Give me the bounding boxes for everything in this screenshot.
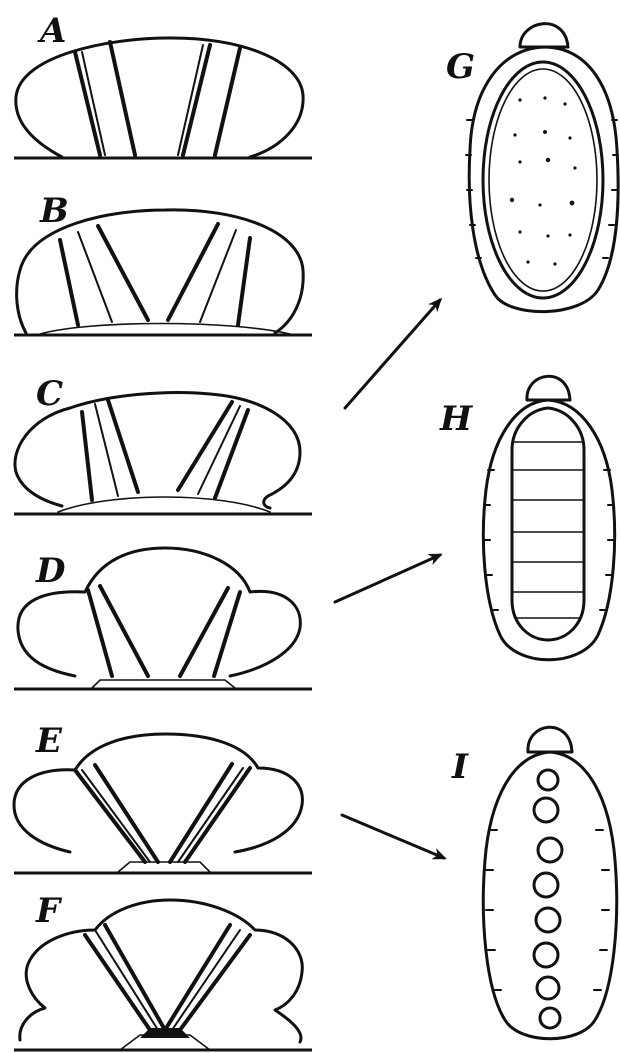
stress-fibers-d <box>88 586 240 676</box>
cell-outline-a <box>16 38 303 157</box>
head-i <box>528 727 572 752</box>
head-h <box>527 376 570 400</box>
arrow-d-to-h <box>335 555 440 602</box>
stress-fibers-a <box>75 42 240 155</box>
contact-zone-d <box>92 680 235 688</box>
stress-fibers-f <box>85 925 250 1030</box>
stress-fibers-e <box>75 764 250 862</box>
arrow-c-to-g <box>345 300 440 408</box>
inner-ring-outer-g <box>483 62 603 298</box>
panel-f: F <box>14 891 312 1050</box>
cell-outline-b <box>17 210 304 333</box>
outer-outline-g <box>469 47 618 312</box>
segment-lines-h <box>512 442 584 618</box>
stress-fibers-b <box>60 224 250 325</box>
panel-g: G <box>446 24 618 312</box>
interior-dots-g <box>510 96 577 265</box>
panel-label-d: D <box>35 551 66 591</box>
inner-ring-inner-g <box>489 69 597 291</box>
stress-fibers-c <box>82 400 248 500</box>
transition-arrows <box>335 300 444 858</box>
panel-label-g: G <box>446 47 475 87</box>
panel-label-c: C <box>36 374 63 414</box>
bead-chain-i <box>534 770 562 1028</box>
panel-c: C <box>14 374 312 514</box>
panel-label-h: H <box>439 399 474 439</box>
panel-label-b: B <box>39 191 69 231</box>
outer-outline-h <box>483 400 614 660</box>
panel-d: D <box>14 548 312 689</box>
panel-i: I <box>451 727 617 1039</box>
panel-label-a: A <box>37 11 66 51</box>
panel-h: H <box>439 376 615 659</box>
contact-zone-c <box>58 497 270 512</box>
panel-label-e: E <box>35 721 63 761</box>
panel-e: E <box>14 721 312 873</box>
head-g <box>520 24 568 47</box>
panel-label-i: I <box>451 747 469 787</box>
contact-zone-e <box>118 862 210 872</box>
panel-b: B <box>14 191 312 335</box>
panel-label-f: F <box>35 891 63 931</box>
panel-a: A <box>14 11 312 158</box>
edge-dashes-h <box>484 470 614 610</box>
arrow-e-to-i <box>342 815 444 858</box>
